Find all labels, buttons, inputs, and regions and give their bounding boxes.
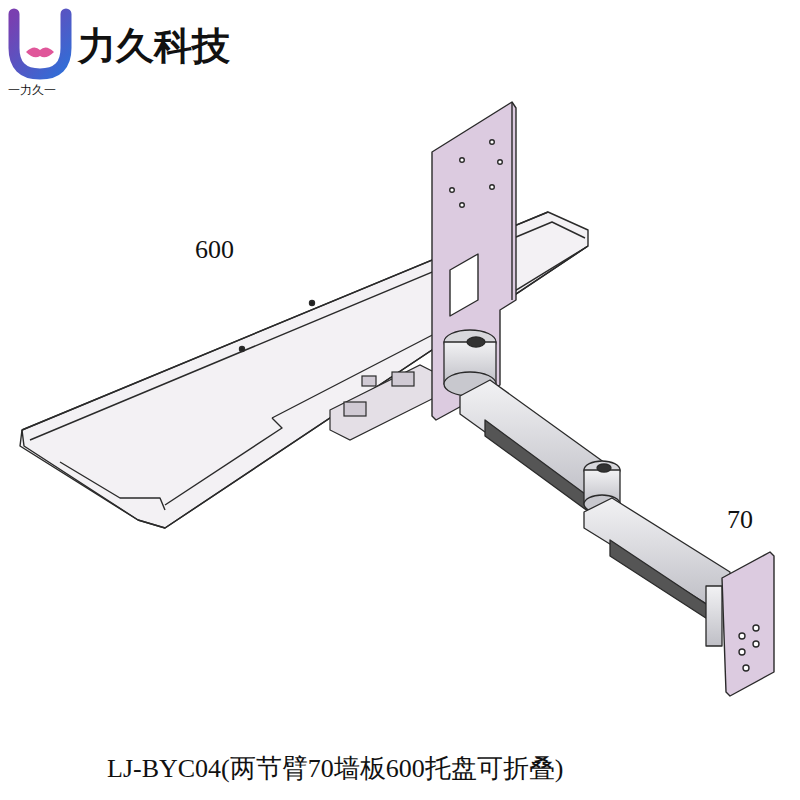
model-caption: LJ-BYC04(两节臂70墙板600托盘可折叠)	[107, 755, 563, 784]
slide-bracket	[330, 365, 440, 440]
brand-name: 力久科技	[78, 26, 230, 68]
brand-subtitle: 一力久一	[8, 84, 56, 97]
wall-plate-70	[722, 552, 774, 696]
two-section-arm	[444, 330, 730, 646]
dimension-label: 70	[727, 506, 753, 535]
mount-plate	[432, 102, 516, 420]
logo-mark	[14, 14, 66, 74]
dimension-label: 600	[195, 236, 234, 265]
